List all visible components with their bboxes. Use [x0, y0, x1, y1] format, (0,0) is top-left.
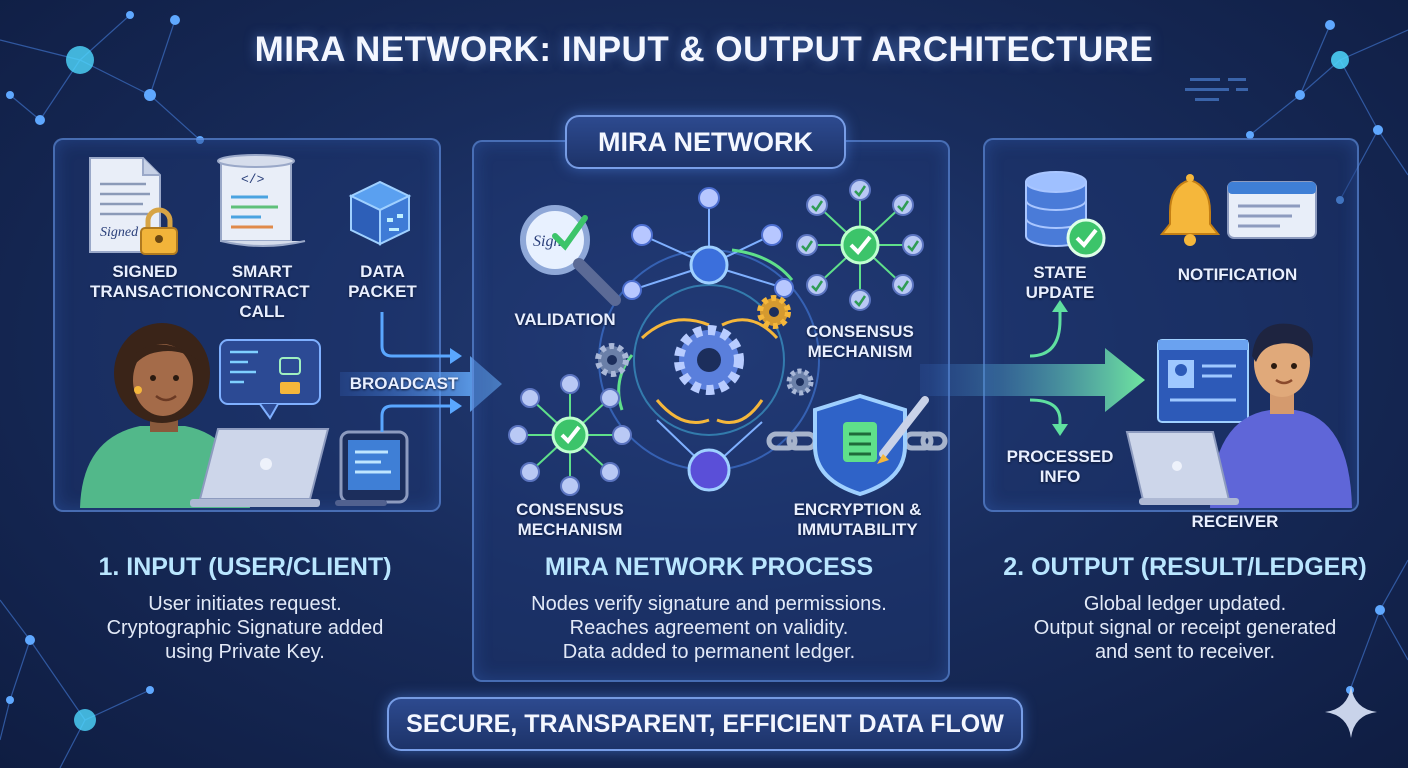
footer-banner: SECURE, TRANSPARENT, EFFICIENT DATA FLOW	[387, 697, 1023, 751]
document-signature: Signed	[100, 225, 139, 240]
notification-label: NOTIFICATION	[1177, 265, 1298, 284]
code-bubble-icon	[219, 339, 321, 420]
network-description-line: Reaches agreement on validity.	[569, 617, 849, 639]
checkmark-icon	[1066, 218, 1106, 258]
output-description-line: and sent to receiver.	[1094, 641, 1276, 663]
page-title: MIRA NETWORK: INPUT & OUTPUT ARCHITECTUR…	[254, 30, 1154, 69]
output-flow-arrows	[920, 300, 1145, 436]
output-description: Global ledger updated. Output signal or …	[983, 592, 1387, 664]
bell-icon	[1159, 174, 1221, 246]
network-heading: MIRA NETWORK PROCESS	[544, 553, 874, 581]
signed-transaction-text: SIGNED TRANSACTION	[90, 262, 214, 301]
gear-icon	[786, 368, 814, 396]
checkmark-icon	[551, 416, 589, 454]
state-update-label: STATE UPDATE	[1005, 263, 1115, 303]
sparkle-icon	[1325, 686, 1377, 738]
broadcast-label: BROADCAST	[349, 374, 459, 393]
tablet-icon	[335, 430, 409, 506]
network-process-graphic	[595, 187, 820, 492]
consensus-bottom-label: CONSENSUS MECHANISM	[495, 500, 645, 540]
message-icon	[1227, 181, 1317, 239]
output-description-line: Global ledger updated.	[1083, 593, 1287, 615]
network-description-line: Nodes verify signature and permissions.	[531, 593, 887, 615]
gear-icon	[674, 325, 744, 395]
consensus-top-graphic	[796, 179, 924, 311]
data-packet-text: DATA PACKET	[348, 262, 417, 301]
consensus-bottom-text: CONSENSUS MECHANISM	[516, 500, 624, 539]
input-heading: 1. INPUT (USER/CLIENT)	[98, 553, 392, 581]
receiver-person-icon	[1157, 323, 1352, 508]
svg-text:</>: </>	[241, 172, 265, 187]
smart-contract-label: SMART CONTRACT CALL	[212, 262, 312, 322]
receiver-label: RECEIVER	[1191, 512, 1279, 531]
processed-info-text: PROCESSED INFO	[1006, 447, 1114, 486]
consensus-bottom-graphic	[508, 374, 632, 496]
data-packet-label: DATA PACKET	[340, 262, 425, 302]
encryption-label: ENCRYPTION & IMMUTABILITY	[775, 500, 940, 540]
input-flow-arrows	[340, 312, 502, 432]
encryption-text: ENCRYPTION & IMMUTABILITY	[793, 500, 922, 539]
gear-icon	[595, 343, 629, 377]
smart-contract-text: SMART CONTRACT CALL	[214, 262, 310, 321]
state-update-text: STATE UPDATE	[1025, 263, 1095, 302]
consensus-top-text: CONSENSUS MECHANISM	[806, 322, 914, 361]
magnifier-icon: Sign	[520, 205, 621, 306]
output-heading: 2. OUTPUT (RESULT/LEDGER)	[1003, 553, 1367, 581]
signed-transaction-label: SIGNED TRANSACTION	[90, 262, 214, 302]
receiver-laptop-icon	[1125, 431, 1239, 505]
output-description-line: Output signal or receipt generated	[1033, 617, 1337, 639]
processed-info-label: PROCESSED INFO	[1000, 447, 1120, 487]
pen-icon	[879, 396, 929, 458]
gear-icon	[757, 295, 791, 329]
network-badge: MIRA NETWORK	[565, 115, 846, 169]
cube-icon	[348, 180, 412, 246]
input-description: User initiates request. Cryptographic Si…	[53, 592, 437, 664]
database-icon	[1025, 171, 1106, 258]
checkmark-icon	[840, 225, 880, 265]
padlock-icon	[140, 207, 178, 255]
laptop-icon	[190, 428, 330, 507]
network-description-line: Data added to permanent ledger.	[562, 641, 856, 663]
input-description-line: User initiates request.	[148, 593, 342, 615]
notification-graphic	[1159, 174, 1317, 246]
validation-label: VALIDATION	[514, 310, 616, 329]
input-description-line: using Private Key.	[165, 641, 325, 663]
encryption-graphic	[766, 393, 948, 497]
network-description: Nodes verify signature and permissions. …	[472, 592, 946, 664]
input-description-line: Cryptographic Signature added	[106, 617, 384, 639]
scroll-icon: </>	[217, 154, 306, 247]
consensus-top-label: CONSENSUS MECHANISM	[785, 322, 935, 362]
